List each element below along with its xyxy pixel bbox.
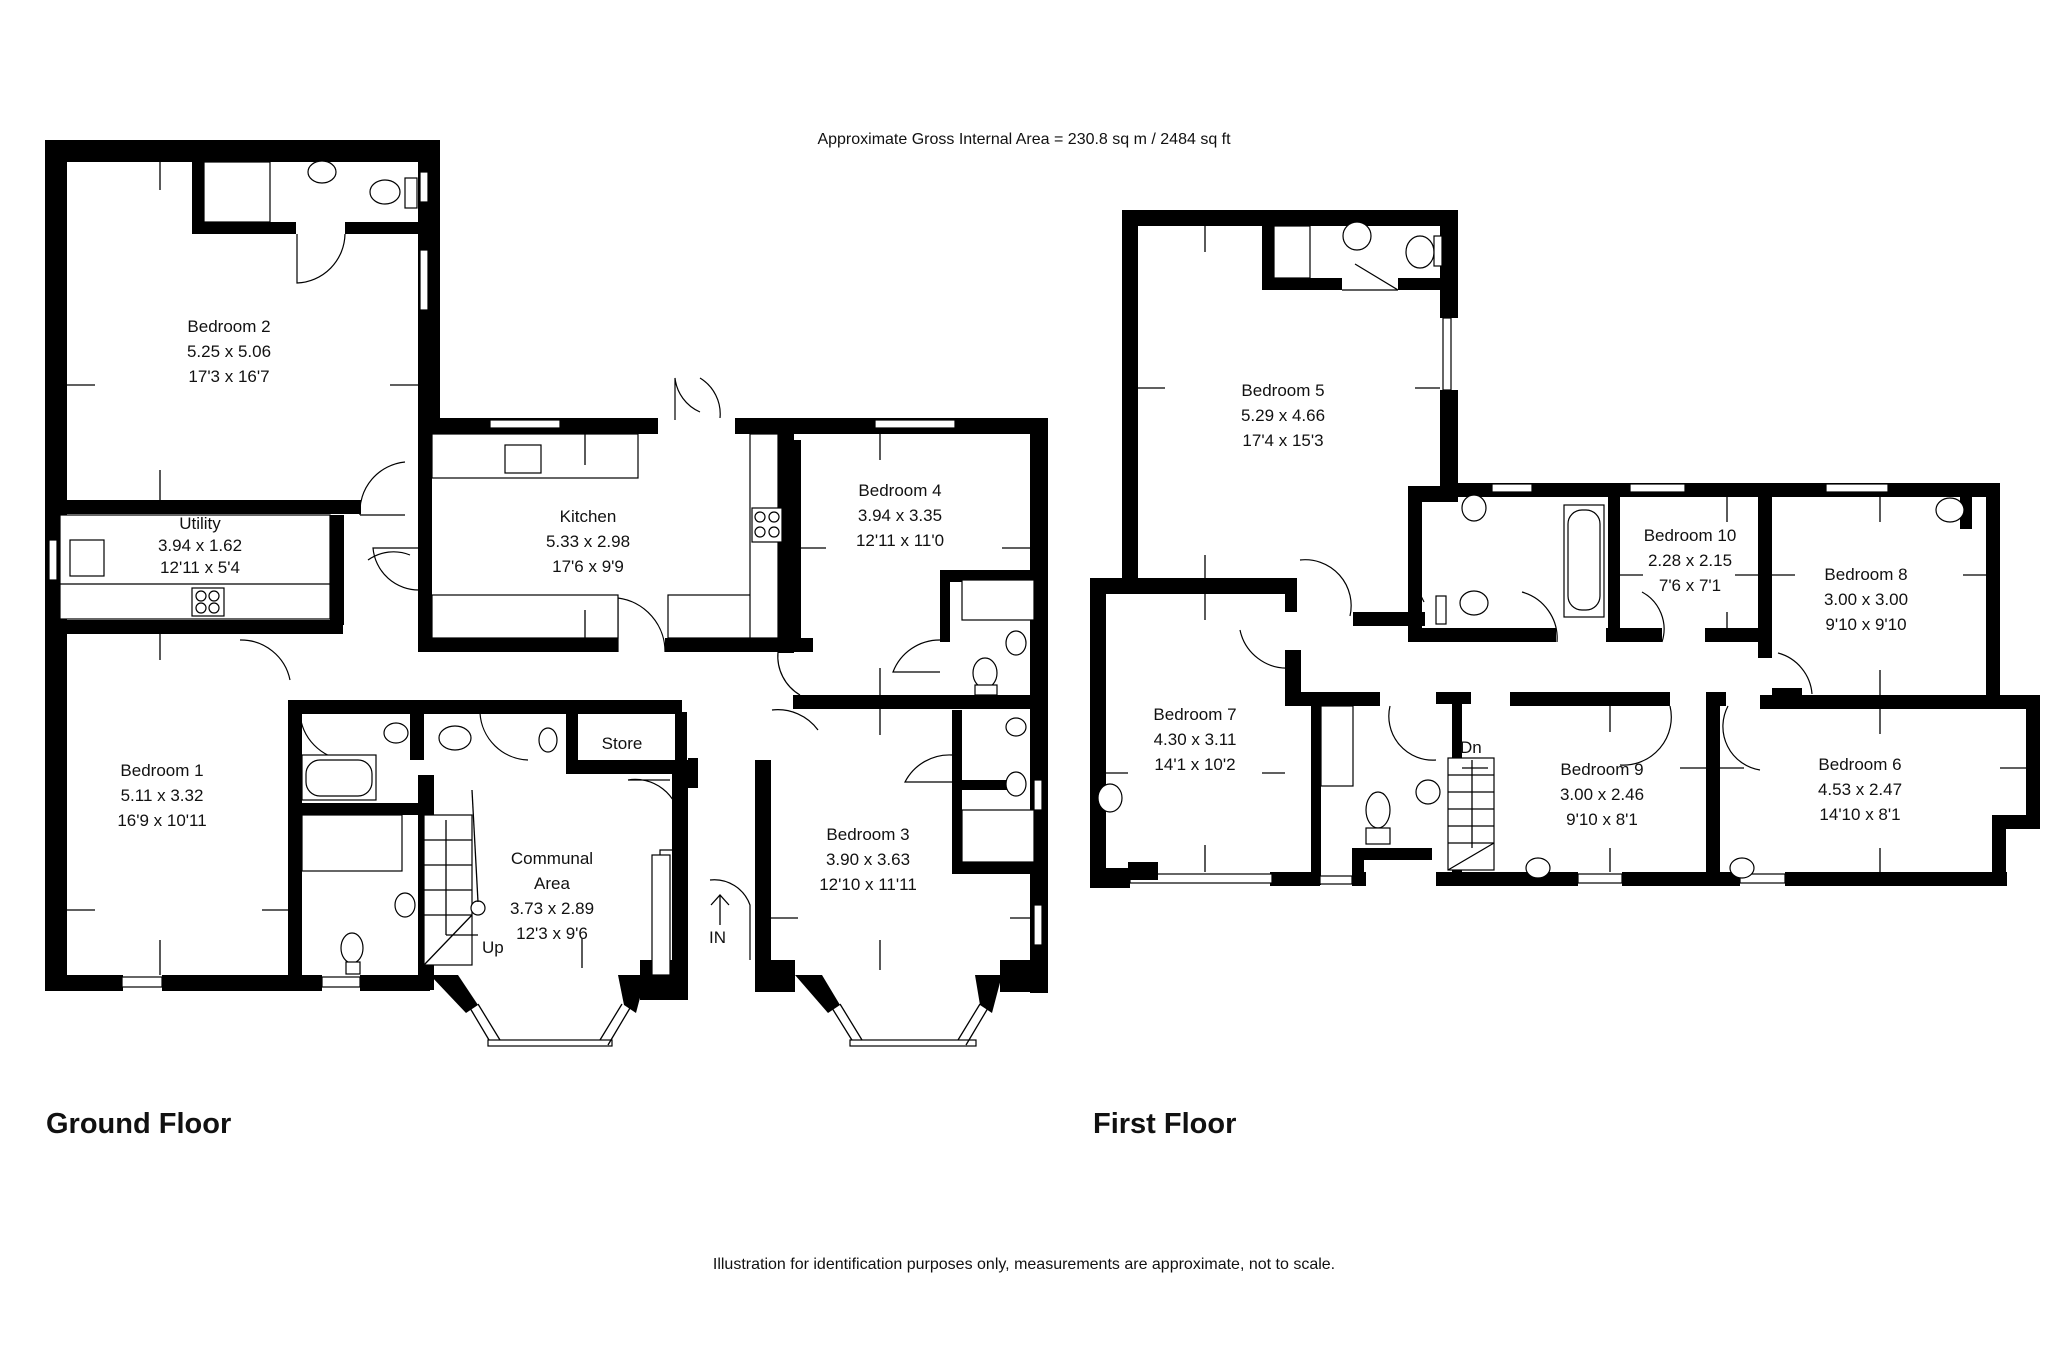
room-size-metric: 5.25 x 5.06	[186, 342, 272, 361]
room-name: Kitchen	[559, 507, 617, 526]
room-name: Bedroom 7	[1153, 705, 1237, 724]
first-floor-title: First Floor	[1093, 1108, 1237, 1140]
room-size-imperial: 7'6 x 7'1	[1658, 576, 1722, 595]
room-size-metric: 5.29 x 4.66	[1240, 406, 1326, 425]
room-name: Bedroom 2	[187, 317, 271, 336]
room-label-kitchen: Kitchen 5.33 x 2.98 17'6 x 9'9	[546, 504, 630, 579]
room-label-bedroom-10: Bedroom 10 2.28 x 2.15 7'6 x 7'1	[1644, 523, 1737, 598]
room-label-bedroom-3: Bedroom 3 3.90 x 3.63 12'10 x 11'11	[819, 822, 917, 897]
room-label-bedroom-5: Bedroom 5 5.29 x 4.66 17'4 x 15'3	[1241, 378, 1325, 453]
room-name: Bedroom 1	[120, 761, 204, 780]
entrance-arrow-icon	[710, 894, 730, 925]
room-size-metric: 5.11 x 3.32	[120, 786, 204, 805]
room-label-communal-area: Communal Area 3.73 x 2.89 12'3 x 9'6	[510, 846, 594, 946]
room-label-bedroom-8: Bedroom 8 3.00 x 3.00 9'10 x 9'10	[1824, 562, 1908, 637]
room-size-imperial: 14'10 x 8'1	[1819, 805, 1901, 824]
dimension-arrows	[67, 162, 2026, 975]
room-size-metric: 3.90 x 3.63	[825, 850, 911, 869]
room-size-metric: 4.30 x 3.11	[1153, 730, 1237, 749]
ground-floor-fixtures	[59, 160, 1035, 976]
room-label-bedroom-7: Bedroom 7 4.30 x 3.11 14'1 x 10'2	[1153, 702, 1236, 777]
room-name-line2: Area	[534, 874, 570, 893]
room-name: Bedroom 9	[1560, 760, 1644, 779]
room-name: Bedroom 4	[858, 481, 942, 500]
room-label-bedroom-2: Bedroom 2 5.25 x 5.06 17'3 x 16'7	[187, 314, 271, 389]
room-label-utility: Utility 3.94 x 1.62 12'11 x 5'4	[158, 513, 242, 579]
room-label-bedroom-1: Bedroom 1 5.11 x 3.32 16'9 x 10'11	[117, 758, 206, 833]
room-size-imperial: 17'6 x 9'9	[552, 557, 624, 576]
room-size-imperial: 17'3 x 16'7	[188, 367, 270, 386]
ground-floor-title: Ground Floor	[46, 1108, 232, 1140]
room-name: Store	[601, 734, 643, 753]
room-size-imperial: 9'10 x 8'1	[1566, 810, 1638, 829]
stairs-down-label: Dn	[1460, 738, 1482, 757]
room-label-store: Store	[602, 731, 643, 756]
room-size-imperial: 17'4 x 15'3	[1242, 431, 1324, 450]
disclaimer-note: Illustration for identification purposes…	[712, 1256, 1336, 1273]
room-size-metric: 3.00 x 3.00	[1823, 590, 1909, 609]
first-floor-doors	[1239, 263, 1813, 771]
room-name: Bedroom 8	[1824, 565, 1908, 584]
ground-floor-windows	[48, 171, 1043, 988]
room-size-imperial: 14'1 x 10'2	[1154, 755, 1236, 774]
room-size-imperial: 9'10 x 9'10	[1825, 615, 1907, 634]
room-name: Bedroom 6	[1818, 755, 1902, 774]
ground-floor-bay-windows	[469, 1003, 989, 1047]
room-name: Bedroom 5	[1241, 381, 1325, 400]
room-name: Bedroom 10	[1643, 526, 1737, 545]
room-size-metric: 4.53 x 2.47	[1817, 780, 1903, 799]
first-floor-windows	[1128, 317, 1972, 885]
room-size-metric: 3.73 x 2.89	[509, 899, 595, 918]
room-label-bedroom-4: Bedroom 4 3.94 x 3.35 12'11 x 11'0	[856, 478, 944, 553]
room-size-metric: 3.94 x 3.35	[857, 506, 943, 525]
room-name: Bedroom 3	[826, 825, 910, 844]
room-label-bedroom-6: Bedroom 6 4.53 x 2.47 14'10 x 8'1	[1818, 752, 1902, 827]
room-size-metric: 5.33 x 2.98	[545, 532, 631, 551]
room-size-metric: 3.00 x 2.46	[1559, 785, 1645, 804]
room-size-imperial: 12'3 x 9'6	[516, 924, 588, 943]
room-size-metric: 2.28 x 2.15	[1647, 551, 1733, 570]
room-size-imperial: 16'9 x 10'11	[117, 811, 207, 830]
room-size-imperial: 12'11 x 11'0	[855, 531, 945, 550]
room-name: Utility	[179, 514, 221, 533]
gross-area-note: Approximate Gross Internal Area = 230.8 …	[817, 131, 1231, 148]
room-name: Communal	[510, 849, 594, 868]
room-label-bedroom-9: Bedroom 9 3.00 x 2.46 9'10 x 8'1	[1560, 757, 1644, 832]
room-size-imperial: 12'10 x 11'11	[819, 875, 917, 894]
first-floor-fixtures	[1097, 221, 1965, 879]
room-size-metric: 3.94 x 1.62	[157, 536, 243, 555]
entrance-label: IN	[709, 928, 726, 947]
room-size-imperial: 12'11 x 5'4	[160, 558, 240, 577]
stairs-up-label: Up	[482, 938, 504, 957]
